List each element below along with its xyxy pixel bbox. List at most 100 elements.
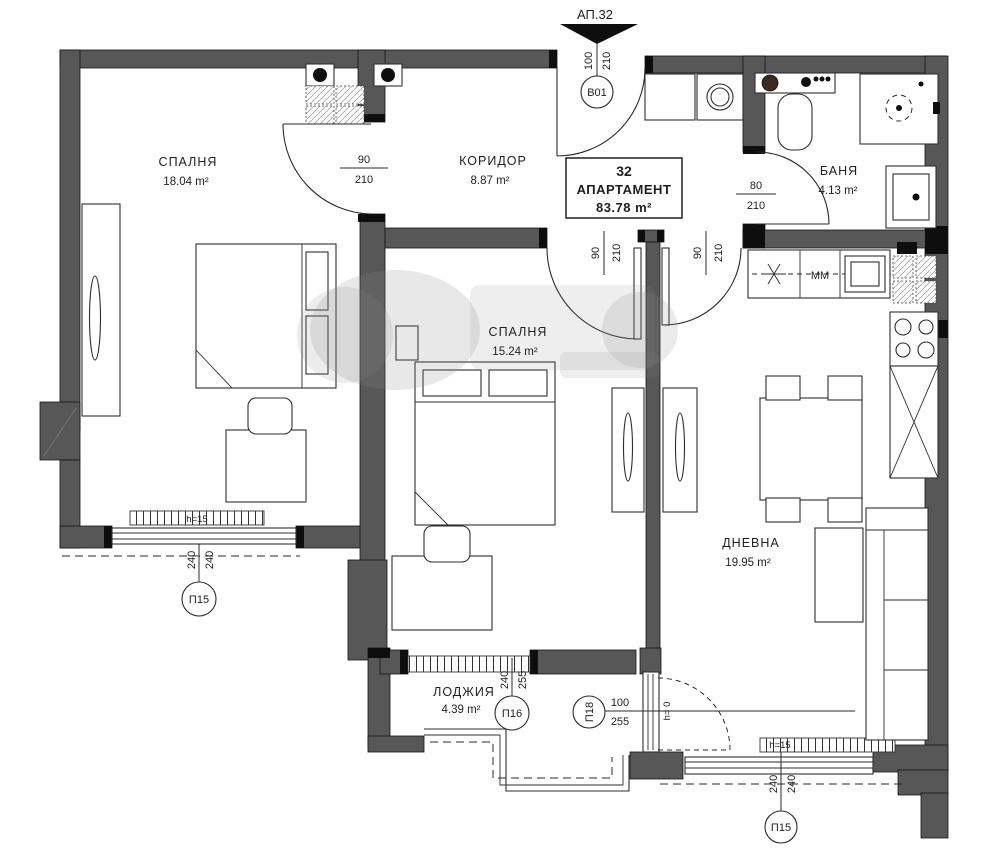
stove [889,311,939,367]
fridge-icon [762,263,786,285]
svg-text:90: 90 [692,247,704,259]
sofa [865,507,929,741]
svg-text:П18: П18 [584,702,596,722]
svg-text:ДНЕВНА: ДНЕВНА [722,536,780,550]
svg-text:90: 90 [358,154,370,166]
svg-text:255: 255 [517,671,529,689]
bathroom-door [756,151,830,225]
marker-p15-left: 240 240 П15 [181,544,217,617]
svg-text:240: 240 [186,551,198,569]
svg-text:255: 255 [611,716,629,728]
apartment-pointer: АП.32 100 210 В01 [560,7,638,109]
windows [62,527,902,785]
entry-dim-width: 100 [583,52,595,70]
marker-p18: П18 100 255 h= 0 [572,695,855,729]
room-label-corridor: КОРИДОР 8.87 m² [459,154,527,187]
apartment-info-box: 32 АПАРТАМЕНТ 83.78 m² [565,157,683,219]
vent-shaft [305,63,403,125]
window-bedroom1-south [62,527,300,557]
bed-bedroom1 [195,243,337,389]
dining-table [759,375,863,523]
living-door [661,247,742,326]
wardrobe-bedroom2 [611,387,645,513]
apartment-label: АПАРТАМЕНТ [577,182,672,197]
svg-text:240: 240 [204,551,216,569]
window-living-south [660,756,902,785]
p18-sill-height: h= 0 [662,702,673,721]
entry-dim-height: 210 [601,52,613,70]
svg-text:210: 210 [355,174,373,186]
desk-bedroom1 [225,397,307,503]
svg-text:ЛОДЖИЯ: ЛОДЖИЯ [433,685,495,699]
wardrobe-bedroom1 [81,203,121,417]
furniture [81,203,929,741]
room-label-loggia: ЛОДЖИЯ 4.39 m² [433,685,495,716]
svg-text:240: 240 [499,671,511,689]
svg-text:80: 80 [750,180,762,192]
window-door-p18 [642,671,660,753]
bathroom-fixtures [644,72,940,229]
room-label-bedroom1: СПАЛНЯ 18.04 m² [159,155,218,188]
svg-text:СПАЛНЯ: СПАЛНЯ [489,325,548,339]
bath-counter [754,72,836,94]
svg-text:210: 210 [713,244,725,262]
entry-marker-label: В01 [587,87,607,99]
room-label-bedroom2: СПАЛНЯ 15.24 m² [489,325,548,358]
loggia-door-swing [657,677,731,751]
svg-text:4.39 m²: 4.39 m² [442,704,481,716]
dim-bedroom2-door: 90 210 [590,231,623,275]
svg-text:4.13 m²: 4.13 m² [819,185,858,197]
dim-bathroom-door: 80 210 [736,180,776,212]
toilet [777,93,813,151]
coffee-table [814,527,864,623]
bedroom2-door [546,247,642,340]
apartment-area: 83.78 m² [596,200,652,215]
svg-text:П15: П15 [771,822,791,834]
svg-text:БАНЯ: БАНЯ [820,164,858,178]
shower [859,73,940,145]
dim-living-door: 90 210 [692,231,725,275]
svg-text:П16: П16 [502,708,522,720]
apartment-pointer-label: АП.32 [577,7,613,22]
radiator-living [759,737,896,753]
cabinet-living [662,387,698,513]
svg-text:15.24 m²: 15.24 m² [492,346,538,358]
svg-text:19.95 m²: 19.95 m² [725,557,771,569]
svg-text:240: 240 [768,775,780,793]
dimensions-and-markers: АП.32 100 210 В01 32 АПАРТАМЕНТ 83.78 m²… [181,7,855,844]
kitchen-shafts [892,255,937,304]
svg-text:СПАЛНЯ: СПАЛНЯ [159,155,218,169]
loggia-railing [424,728,630,792]
nightstand-bedroom2 [395,325,419,361]
kitchen-fixtures: MM [747,249,939,479]
svg-text:240: 240 [786,775,798,793]
window-bedroom2-south [407,655,531,673]
radiators [129,510,896,753]
bedroom1-door [282,123,372,215]
svg-text:КОРИДОР: КОРИДОР [459,154,527,168]
room-labels: СПАЛНЯ 18.04 m² КОРИДОР 8.87 m² БАНЯ 4.1… [159,154,858,716]
doors [282,67,830,751]
radiator-bedroom1 [129,510,265,526]
microwave-label: MM [811,270,829,282]
kitchen-sink [844,255,886,293]
svg-text:8.87 m²: 8.87 m² [471,175,510,187]
room-label-bathroom: БАНЯ 4.13 m² [819,164,858,197]
bed-bedroom2 [414,361,556,526]
svg-text:100: 100 [611,697,629,709]
entry-door [556,67,646,157]
radiator-left-label: h=15 [186,514,207,525]
room-label-living: ДНЕВНА 19.95 m² [722,536,780,569]
svg-text:18.04 m²: 18.04 m² [163,176,209,188]
marker-p15-right: 240 240 П15 [764,752,798,844]
svg-text:210: 210 [747,200,765,212]
kitchen-cabinet [889,365,939,479]
marker-p16: 240 255 П16 [494,658,530,731]
dim-bedroom1-door: 90 210 [340,154,388,186]
apartment-number: 32 [616,163,632,179]
entry-cabinet [644,73,696,121]
radiator-right-label: h=15 [769,740,790,751]
desk-bedroom2 [391,525,493,631]
